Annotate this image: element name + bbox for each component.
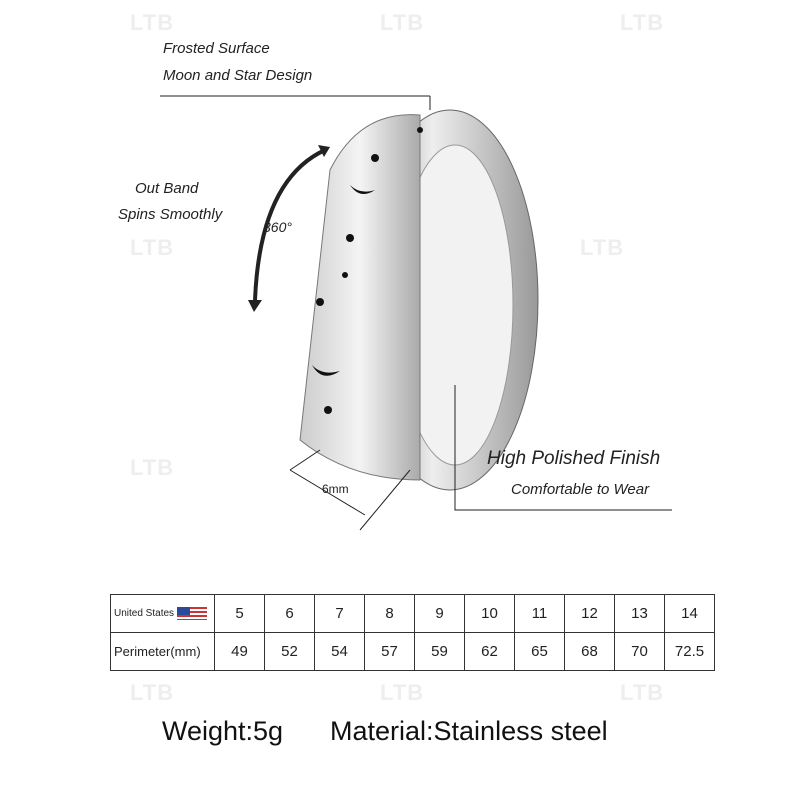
table-cell: 52: [264, 632, 315, 671]
watermark: LTB: [130, 235, 175, 260]
table-row: Perimeter(mm) 49 52 54 57 59 62 65 68 70…: [110, 632, 715, 671]
table-cell: 13: [614, 594, 665, 633]
watermark: LTB: [130, 10, 175, 35]
watermark: LTB: [580, 235, 625, 260]
material-text: Material:Stainless steel: [330, 716, 608, 746]
watermark: LTB: [620, 10, 665, 35]
table-cell: 8: [364, 594, 415, 633]
spins-smoothly-label: Spins Smoothly: [118, 206, 223, 223]
moon-star-design-label: Moon and Star Design: [163, 67, 313, 84]
out-band-label: Out Band: [135, 180, 199, 197]
table-cell: 62: [464, 632, 515, 671]
high-polished-label: High Polished Finish: [487, 448, 661, 469]
table-cell: 49: [214, 632, 265, 671]
table-cell: 70: [614, 632, 665, 671]
table-cell: 65: [514, 632, 565, 671]
table-cell: 9: [414, 594, 465, 633]
size-table: United States 5 6 7 8 9 10 11 12 13 14 P…: [110, 594, 715, 671]
comfortable-label: Comfortable to Wear: [511, 481, 650, 498]
us-size-label: United States: [114, 608, 175, 620]
watermark: LTB: [130, 455, 175, 480]
watermark: LTB: [620, 680, 665, 705]
table-cell: 5: [214, 594, 265, 633]
watermark: LTB: [380, 680, 425, 705]
table-cell: 7: [314, 594, 365, 633]
frosted-surface-label: Frosted Surface: [163, 40, 270, 57]
table-cell: 59: [414, 632, 465, 671]
table-cell: 11: [514, 594, 565, 633]
perimeter-label: Perimeter(mm): [110, 632, 215, 671]
table-row: United States 5 6 7 8 9 10 11 12 13 14: [110, 594, 715, 633]
table-cell: 14: [664, 594, 715, 633]
watermark: LTB: [380, 10, 425, 35]
watermark: LTB: [130, 680, 175, 705]
table-cell: 57: [364, 632, 415, 671]
table-cell: 12: [564, 594, 615, 633]
weight-text: Weight:5g: [162, 716, 284, 746]
table-cell: 6: [264, 594, 315, 633]
table-cell: 72.5: [664, 632, 715, 671]
table-cell: 10: [464, 594, 515, 633]
table-cell: 54: [314, 632, 365, 671]
us-flag-icon: [176, 607, 207, 620]
table-cell: 68: [564, 632, 615, 671]
width-label: 6mm: [322, 482, 349, 496]
rotation-label: 360°: [263, 219, 292, 235]
moon-star-pattern: [312, 127, 423, 414]
